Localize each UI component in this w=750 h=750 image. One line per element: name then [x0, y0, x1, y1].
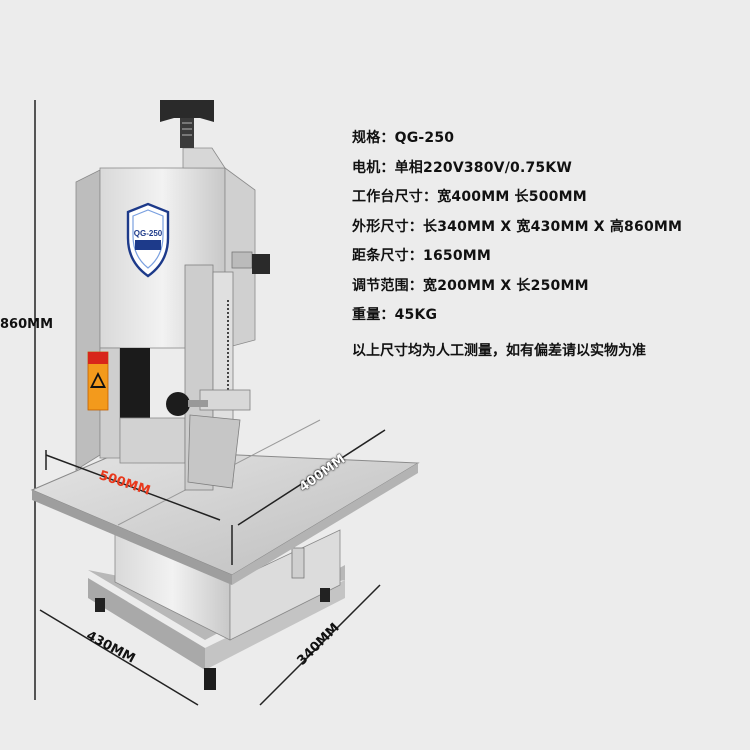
spec-table-size: 工作台尺寸：宽400MM 长500MM — [352, 189, 587, 205]
base-cabinet — [88, 524, 345, 690]
measurement-note: 以上尺寸均为人工测量，如有偏差请以实物为准 — [352, 343, 646, 359]
tension-knob — [160, 100, 214, 148]
table-length-dimension-line — [45, 450, 221, 521]
work-table — [30, 419, 420, 585]
spec-blade-length: 距条尺寸：1650MM — [352, 248, 492, 264]
spec-overall-size: 外形尺寸：长340MM X 宽430MM X 高860MM — [352, 218, 683, 235]
brand-badge: QG-250 — [126, 202, 170, 278]
blade-guide — [184, 251, 270, 491]
spec-list: 规格：QG-250 电机：单相220V380V/0.75KW 工作台尺寸：宽40… — [352, 124, 682, 331]
badge-model-text: QG-250 — [134, 229, 163, 238]
table-width-dimension-line — [231, 429, 386, 565]
spec-adjust-range: 调节范围：宽200MM X 长250MM — [352, 277, 589, 294]
height-dimension-label: 860MM — [0, 317, 54, 332]
spec-model: 规格：QG-250 — [352, 130, 455, 146]
base-depth-dimension-line — [259, 584, 381, 706]
base-width-dimension-line — [39, 609, 199, 706]
spec-weight: 重量：45KG — [352, 307, 438, 323]
spec-motor: 电机：单相220V380V/0.75KW — [352, 159, 573, 176]
warning-label — [87, 351, 109, 411]
pusher-handle — [166, 392, 208, 416]
